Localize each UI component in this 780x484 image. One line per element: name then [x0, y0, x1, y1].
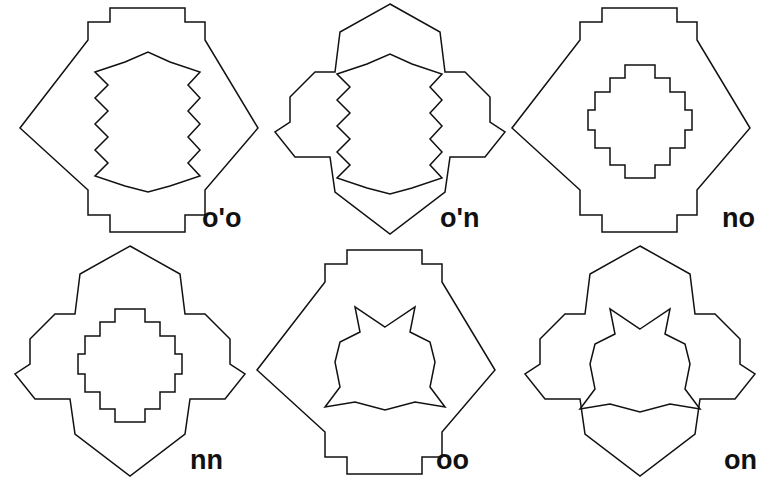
panel-label: oo	[436, 447, 469, 474]
shape-oo-prime	[20, 8, 258, 232]
panel-label: o'n	[440, 205, 479, 232]
shape-on	[525, 246, 755, 476]
shape-no	[512, 8, 750, 232]
panel-label: no	[722, 205, 755, 232]
panel-label: on	[724, 447, 757, 474]
panel-label: o'o	[202, 205, 241, 232]
shape-on-prime	[275, 4, 505, 234]
shape-nn	[15, 246, 245, 476]
shape-oo	[257, 250, 495, 474]
panel-label: nn	[190, 447, 223, 474]
